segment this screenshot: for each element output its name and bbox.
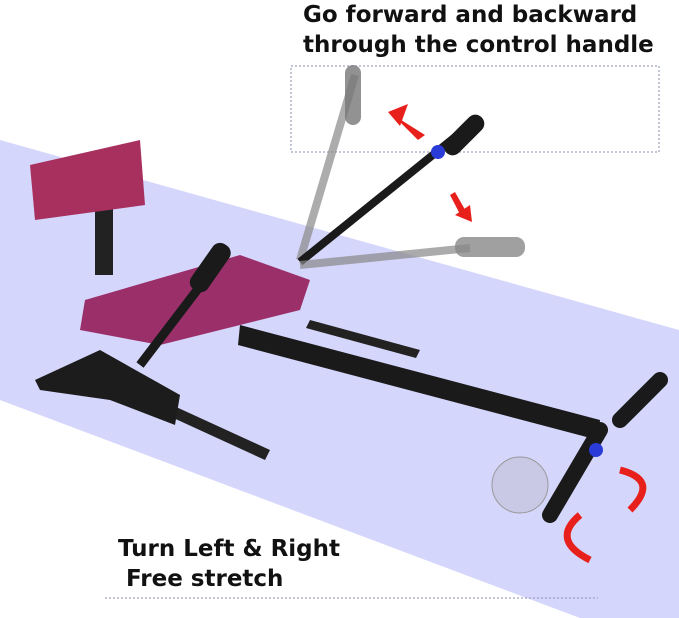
arrow-down-right-icon xyxy=(450,192,472,222)
left-grip xyxy=(189,242,231,293)
seat-back xyxy=(30,140,145,220)
caption-control-handle: Go forward and backward through the cont… xyxy=(303,0,654,60)
caption-turn: Turn Left & Right Free stretch xyxy=(118,534,340,594)
caption-line: Go forward and backward xyxy=(303,2,638,28)
arrow-up-left-icon xyxy=(388,104,425,140)
frame-bar xyxy=(238,325,600,440)
caption-line: Turn Left & Right xyxy=(118,536,341,562)
caption-line: through the control handle xyxy=(303,32,654,58)
grip-forward xyxy=(345,65,361,125)
caption-line: Free stretch xyxy=(118,566,284,592)
rotate-arrow-icon xyxy=(619,466,647,513)
dashed-box-top xyxy=(290,65,660,153)
strap xyxy=(306,320,420,358)
caster-wheel xyxy=(491,456,549,514)
rotate-arrow-icon xyxy=(563,512,592,564)
blue-pivot-front xyxy=(589,443,603,457)
handle-backward xyxy=(299,244,471,269)
base-bracket xyxy=(35,350,180,425)
grip-backward xyxy=(455,237,525,257)
front-handle xyxy=(542,422,608,523)
front-handle-top xyxy=(612,372,668,428)
grip-center xyxy=(443,114,485,156)
blue-pivot xyxy=(431,145,445,159)
